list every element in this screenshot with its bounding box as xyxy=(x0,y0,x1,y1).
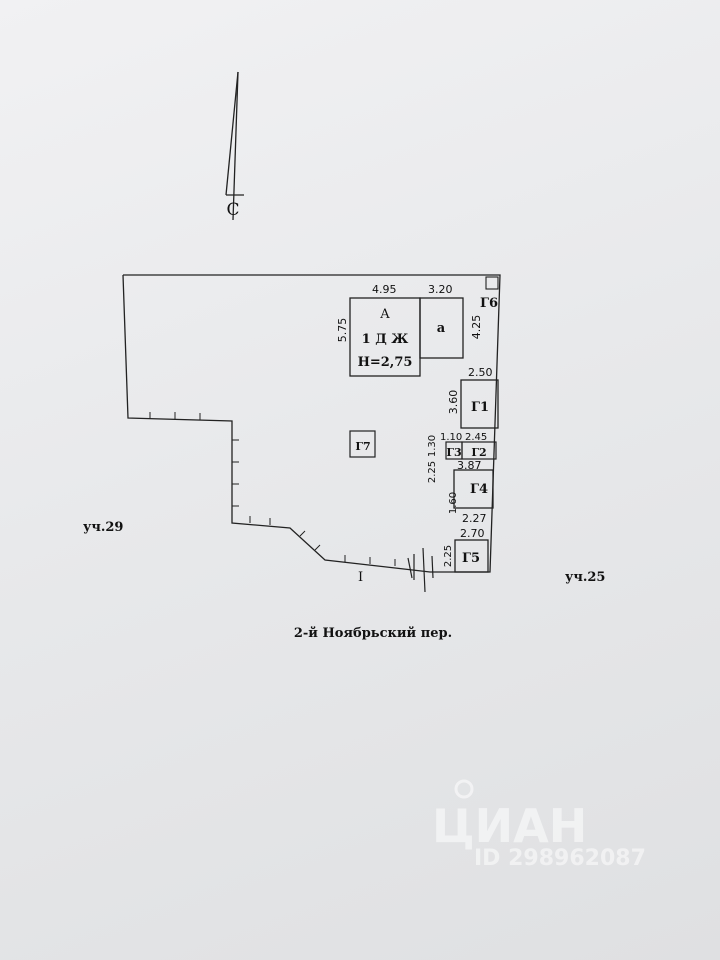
g5-label: Г5 xyxy=(462,551,480,566)
entrance-label: I xyxy=(358,570,363,585)
dim-g1-width: 2.50 xyxy=(468,366,493,379)
dim-annex-width: 3.20 xyxy=(428,283,453,296)
g1-label: Г1 xyxy=(471,400,489,415)
fence-ticks xyxy=(149,412,396,566)
watermark-brand: ЦИАН xyxy=(432,799,587,853)
building-g7 xyxy=(349,430,376,458)
dim-g4-width: 3.87 xyxy=(457,459,482,472)
street-name: 2-й Ноябрьский пер. xyxy=(294,626,452,641)
dim-g3-width: 1.10 xyxy=(440,432,462,443)
g3-label: Г3 xyxy=(446,446,461,459)
building-g1 xyxy=(460,379,499,429)
dim-g5-width: 2.70 xyxy=(460,527,485,540)
g2-label: Г2 xyxy=(471,446,486,459)
watermark-id: ID 298962087 xyxy=(474,846,646,871)
lot-boundary xyxy=(122,274,501,573)
neighbor-left: уч.29 xyxy=(83,520,123,535)
building-g5 xyxy=(454,539,489,573)
location-pin-icon xyxy=(454,779,474,799)
dim-g4-depth-a: 2.25 xyxy=(427,461,438,483)
neighbor-right: уч.25 xyxy=(565,570,605,585)
gate-marks xyxy=(407,547,434,593)
dim-g5-depth: 2.25 xyxy=(443,545,454,567)
house-height: H=2,75 xyxy=(358,355,413,370)
g7-label: Г7 xyxy=(355,440,370,453)
cian-watermark: ЦИАН ID 298962087 xyxy=(432,779,646,871)
house-letter: A xyxy=(379,307,390,322)
dim-house-width: 4.95 xyxy=(372,283,397,296)
dim-annex-depth: 4.25 xyxy=(470,315,483,340)
dim-g1-depth: 3.60 xyxy=(447,390,460,415)
g4-label: Г4 xyxy=(470,482,488,497)
annex-letter: а xyxy=(437,321,446,336)
dim-g4-bottom: 2.27 xyxy=(462,512,487,525)
dim-g3-depth: 1.30 xyxy=(427,435,438,457)
building-g6 xyxy=(485,276,499,290)
building-g4 xyxy=(453,469,494,509)
annex-a xyxy=(419,297,464,359)
north-arrow-icon xyxy=(225,71,244,221)
house-type: 1 Д Ж xyxy=(362,332,409,347)
dim-g4-depth-b: 1.60 xyxy=(448,492,459,514)
g6-label: Г6 xyxy=(480,296,498,311)
dim-house-depth: 5.75 xyxy=(336,318,349,343)
north-label: С xyxy=(226,200,239,220)
dim-g2-width: 2.45 xyxy=(465,432,487,443)
building-g2 xyxy=(461,441,497,460)
